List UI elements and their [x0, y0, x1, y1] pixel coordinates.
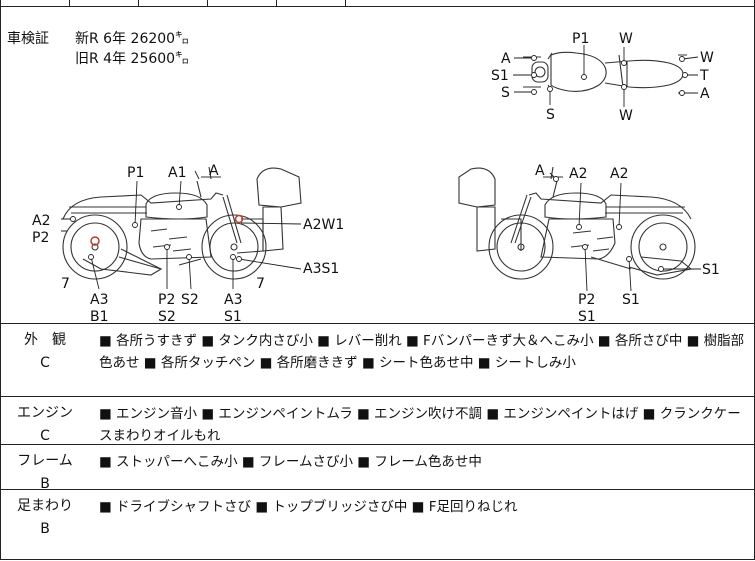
- header-strip: [1, 0, 754, 7]
- row-name: 外 観 C: [1, 324, 89, 373]
- header-cell: [208, 0, 277, 6]
- label-right-a2: A2: [569, 166, 587, 182]
- label-top-w-right: W: [700, 50, 714, 66]
- label-right-p2: P2: [578, 292, 595, 308]
- damage-marker-red: [234, 214, 244, 224]
- label-right-a: A: [535, 163, 545, 179]
- row-description: ■ エンジン音小 ■ エンジンペイントムラ ■ エンジン吹け不調 ■ エンジンペ…: [99, 406, 741, 444]
- motorcycle-diagrams: P1 W A S1 S S W W T A P1 A1 A A2 P2 A2W1…: [32, 31, 720, 323]
- label-top-s-bottom: S: [546, 107, 555, 123]
- label-top-w: W: [619, 31, 633, 47]
- header-cell: [70, 0, 139, 6]
- condition-row-engine: エンジン C ■ エンジン音小 ■ エンジンペイントムラ ■ エンジン吹け不調 …: [1, 397, 754, 445]
- condition-row-frame: フレーム B ■ ストッパーへこみ小 ■ フレームさび小 ■ フレーム色あせ中: [1, 445, 754, 492]
- label-top-t: T: [699, 68, 709, 84]
- label-left-a3s1: A3S1: [303, 261, 339, 277]
- condition-row-exterior: 外 観 C ■ 各所うすきず ■ タンク内さび小 ■ レバー削れ ■ Fバンパー…: [1, 324, 754, 397]
- inspection-new: 新R 6年 26200㌔: [75, 31, 190, 47]
- condition-row-suspension: 足まわり B ■ ドライブシャフトさび ■ トップブリッジさび中 ■ F足回りね…: [1, 490, 754, 559]
- label-top-a-right: A: [700, 86, 710, 102]
- row-grade: C: [40, 355, 50, 371]
- label-right-s1c: S1: [578, 309, 596, 323]
- row-label: 外 観: [24, 332, 66, 348]
- row-label: フレーム: [17, 453, 73, 469]
- label-left-p1: P1: [127, 165, 144, 181]
- label-left-s2b: S2: [158, 309, 176, 323]
- row-description: ■ 各所うすきず ■ タンク内さび小 ■ レバー削れ ■ Fバンパーきず大＆へこ…: [99, 333, 745, 371]
- row-grade: B: [40, 521, 50, 537]
- label-left-a3: A3: [90, 292, 108, 308]
- row-name: フレーム B: [1, 445, 89, 494]
- inspection-heading: 車検証: [7, 31, 49, 47]
- label-left-a3b: A3: [224, 292, 242, 308]
- left-side-motorcycle: [62, 166, 302, 280]
- row-grade: C: [40, 428, 50, 444]
- row-name: 足まわり B: [1, 490, 89, 539]
- damage-markers: [70, 55, 688, 272]
- label-left-s1b: S1: [224, 309, 242, 323]
- label-left-b1: B1: [90, 309, 109, 323]
- top-view-motorcycle: [523, 51, 687, 94]
- label-leader-lines: [61, 45, 701, 292]
- label-top-a: A: [501, 51, 511, 67]
- label-right-s1: S1: [702, 262, 720, 278]
- row-description: ■ ドライブシャフトさび ■ トップブリッジさび中 ■ F足回りねじれ: [99, 499, 518, 515]
- label-top-w-bottom: W: [619, 108, 633, 124]
- label-left-p2: P2: [32, 230, 49, 246]
- header-cell: [1, 0, 70, 6]
- row-name: エンジン C: [1, 397, 89, 446]
- label-right-s1b: S1: [622, 292, 640, 308]
- header-cell: [139, 0, 208, 6]
- label-top-s: S: [501, 85, 510, 101]
- label-left-a2: A2: [32, 213, 50, 229]
- damage-marker-red: [90, 236, 100, 246]
- label-left-s2: S2: [181, 292, 199, 308]
- label-right-a2b: A2: [610, 166, 628, 182]
- row-label: 足まわり: [17, 498, 73, 514]
- label-left-7: 7: [61, 276, 70, 292]
- label-left-a1: A1: [168, 165, 186, 181]
- row-description: ■ ストッパーへこみ小 ■ フレームさび小 ■ フレーム色あせ中: [99, 454, 482, 470]
- label-left-p2b: P2: [158, 292, 175, 308]
- row-label: エンジン: [17, 405, 73, 421]
- label-top-p1: P1: [572, 31, 589, 47]
- inspection-old: 旧R 4年 25600㌔: [75, 51, 190, 67]
- label-left-a2w1: A2W1: [303, 217, 344, 233]
- header-cell: [277, 0, 346, 6]
- row-grade: B: [40, 476, 50, 492]
- label-left-7b: 7: [256, 276, 265, 292]
- right-side-motorcycle: [458, 166, 696, 280]
- label-top-s1: S1: [491, 68, 509, 84]
- damage-diagram-area: 車検証 新R 6年 26200㌔ 旧R 4年 25600㌔: [1, 7, 754, 324]
- label-left-a: A: [209, 163, 219, 179]
